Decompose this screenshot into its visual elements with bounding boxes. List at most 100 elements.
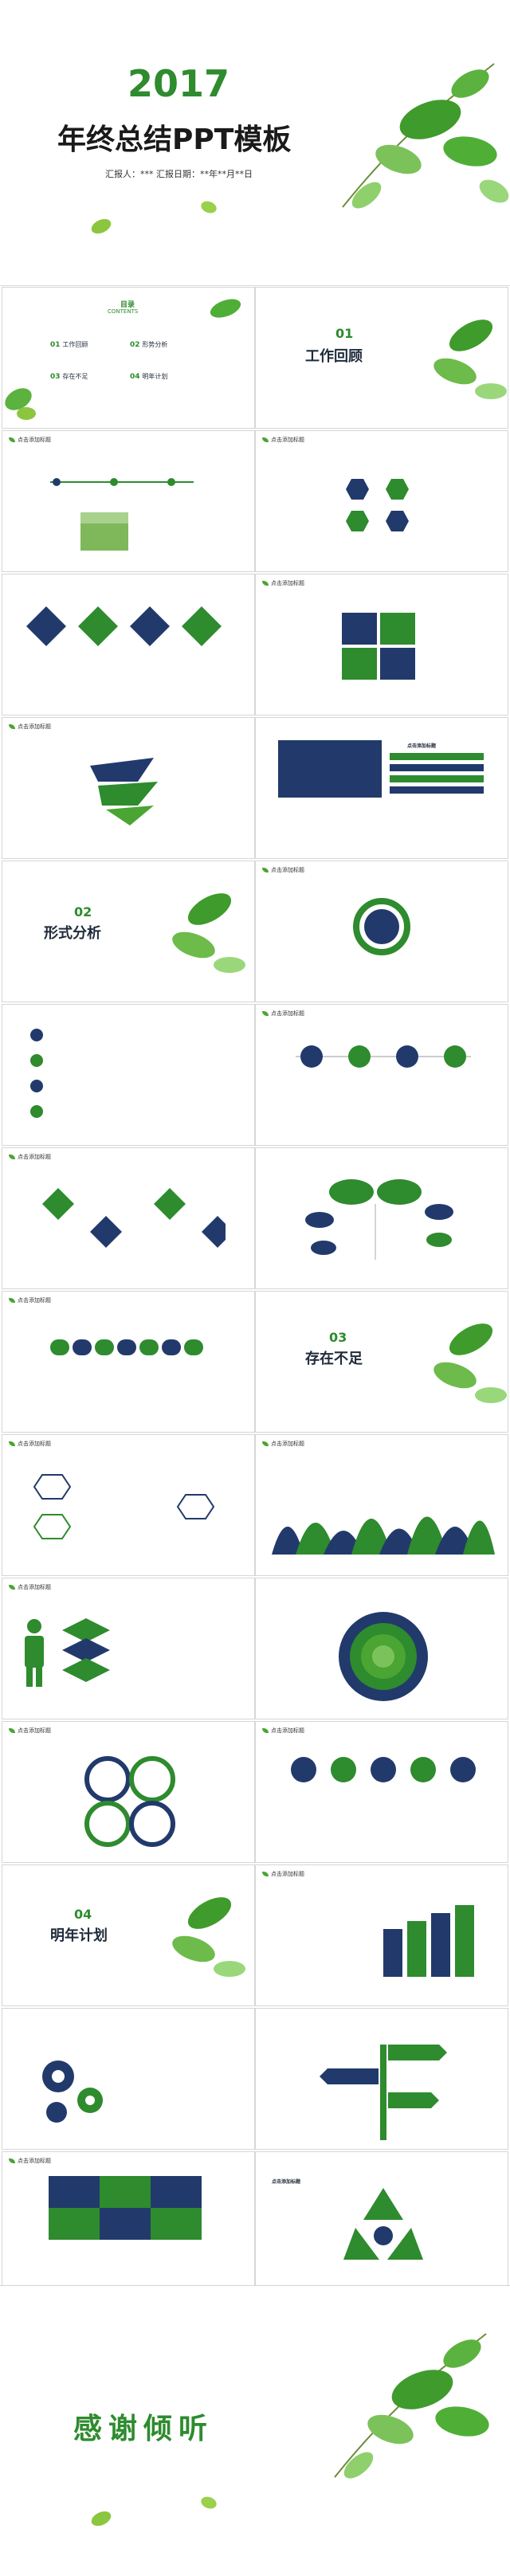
photo-tile	[151, 2208, 202, 2240]
content-slide[interactable]: 点击添加标题	[2, 717, 255, 859]
icon-tile	[342, 613, 377, 645]
thanks-title: 感谢倾听	[73, 2413, 214, 2445]
ring-graphic	[353, 898, 410, 955]
content-slide[interactable]: 点击添加标题	[2, 1147, 255, 1289]
bar	[390, 764, 484, 771]
leaf-icon	[262, 1728, 269, 1733]
leaf-branch-icon	[334, 2333, 489, 2479]
slide-header: 点击添加标题	[262, 436, 304, 444]
slide-header: 点击添加标题	[9, 1153, 51, 1161]
leaf-branch-icon	[172, 1897, 245, 1977]
section-title: 明年计划	[50, 1927, 108, 1944]
content-slide[interactable]	[255, 2008, 508, 2150]
hexagon-outline-graphic	[33, 1474, 215, 1539]
photo-tile	[49, 2208, 100, 2240]
content-slide[interactable]	[255, 1147, 508, 1289]
content-slide[interactable]: 点击添加标题	[255, 430, 508, 572]
toc-item[interactable]: 03 存在不足	[50, 373, 88, 381]
cover-meta: 汇报人：*** 汇报日期：**年**月**日	[105, 169, 253, 179]
section-slide-04[interactable]: 04 明年计划	[2, 1864, 255, 2006]
leaf-icon	[262, 868, 269, 872]
section-slide-02[interactable]: 02 形式分析	[2, 861, 255, 1002]
recycle-icon	[343, 2188, 423, 2260]
section-number: 01	[335, 326, 354, 341]
bar	[390, 753, 484, 760]
slide-header: 点击添加标题	[262, 1440, 304, 1448]
arch-tabs	[50, 1339, 203, 1355]
photo-tile	[100, 2176, 151, 2208]
concentric-circles	[339, 1612, 428, 1701]
leaf-branch-icon	[172, 893, 245, 973]
leaf-icon	[9, 437, 15, 442]
hexagon-graphic	[346, 479, 409, 531]
content-slide[interactable]: 点击添加标题	[255, 1721, 508, 1863]
icon-circles-row	[291, 1757, 476, 1782]
slide-header: 点击添加标题	[9, 1440, 51, 1448]
slide-header: 点击添加标题	[262, 1727, 304, 1735]
content-slide[interactable]: 点击添加标题	[255, 861, 508, 1002]
circle-row	[296, 1045, 471, 1068]
timeline-graphic	[50, 478, 194, 551]
content-slide[interactable]: 点击添加标题	[255, 2151, 508, 2293]
section-number: 04	[74, 1907, 92, 1922]
diamond-stack	[62, 1618, 110, 1682]
leaf-icon	[210, 299, 241, 318]
content-slide[interactable]: 点击添加标题	[2, 1721, 255, 1863]
content-slide[interactable]	[2, 2008, 255, 2150]
content-slide[interactable]	[2, 574, 255, 716]
slide-header: 点击添加标题	[9, 2157, 51, 2165]
section-slide-01[interactable]: 01 工作回顾	[255, 287, 508, 429]
signpost-graphic	[320, 2045, 447, 2140]
diamond-graphic	[42, 1188, 226, 1248]
section-number: 03	[329, 1330, 347, 1345]
content-slide[interactable]: 点击添加标题	[2, 2151, 255, 2293]
leaf-icon	[262, 581, 269, 586]
cloud-graphic	[305, 1179, 453, 1260]
content-slide[interactable]	[2, 1004, 255, 1146]
small-leaf-icon	[201, 2496, 217, 2509]
toc-item[interactable]: 01 工作回顾	[50, 341, 88, 349]
leaf-icon	[9, 2158, 15, 2163]
slide-grid: 目录 CONTENTS 01 工作回顾 02 形势分析 03 存在不足 04 明…	[0, 285, 510, 2293]
chart-slide[interactable]: 点击添加标题	[255, 1434, 508, 1576]
leaf-icon	[9, 1298, 15, 1303]
leaf-icon	[9, 1585, 15, 1590]
slide-header: 点击添加标题	[262, 866, 304, 874]
content-slide[interactable]: 点击添加标题	[2, 1578, 255, 1719]
toc-slide[interactable]: 目录 CONTENTS 01 工作回顾 02 形势分析 03 存在不足 04 明…	[2, 287, 255, 429]
content-slide[interactable]: 点击添加标题	[2, 1434, 255, 1576]
small-leaf-icon	[91, 2511, 112, 2527]
slide-header: 点击添加标题	[9, 1296, 51, 1304]
content-slide[interactable]	[255, 1578, 508, 1719]
small-leaf-icon	[201, 201, 217, 214]
cover-slide[interactable]: 2017 年终总结PPT模板 汇报人：*** 汇报日期：**年**月**日	[0, 0, 510, 286]
photo-tile	[100, 2208, 151, 2240]
slide-header: 点击添加标题	[9, 1583, 51, 1591]
cover-year: 2017	[128, 62, 230, 105]
content-slide[interactable]: 点击添加标题	[255, 1864, 508, 2006]
toc-item[interactable]: 02 形势分析	[130, 341, 168, 349]
section-title: 存在不足	[305, 1351, 363, 1367]
content-slide[interactable]: 点击添加标题	[2, 430, 255, 572]
cover-title: 年终总结PPT模板	[57, 124, 292, 156]
photo-tile	[49, 2176, 100, 2208]
toc-item[interactable]: 04 明年计划	[130, 373, 168, 381]
numbered-circles	[30, 1029, 43, 1118]
content-slide[interactable]: 点击添加标题	[2, 1291, 255, 1433]
section-title: 形式分析	[44, 925, 101, 942]
content-slide[interactable]: 点击添加标题	[255, 574, 508, 716]
leaf-icon	[262, 1872, 269, 1876]
spiral-graphic	[90, 758, 158, 825]
toc-title: 目录	[120, 301, 135, 309]
leaf-icon	[9, 724, 15, 729]
bar	[390, 786, 484, 794]
thanks-slide[interactable]: 感谢倾听	[0, 2285, 510, 2576]
small-leaf-icon	[91, 218, 112, 234]
slide-header: 点击添加标题	[9, 1727, 51, 1735]
leaf-icon	[262, 1441, 269, 1446]
content-slide[interactable]: 点击添加标题	[255, 717, 508, 859]
content-slide[interactable]: 点击添加标题	[255, 1004, 508, 1146]
gear-icon	[42, 2060, 103, 2123]
section-slide-03[interactable]: 03 存在不足	[255, 1291, 508, 1433]
